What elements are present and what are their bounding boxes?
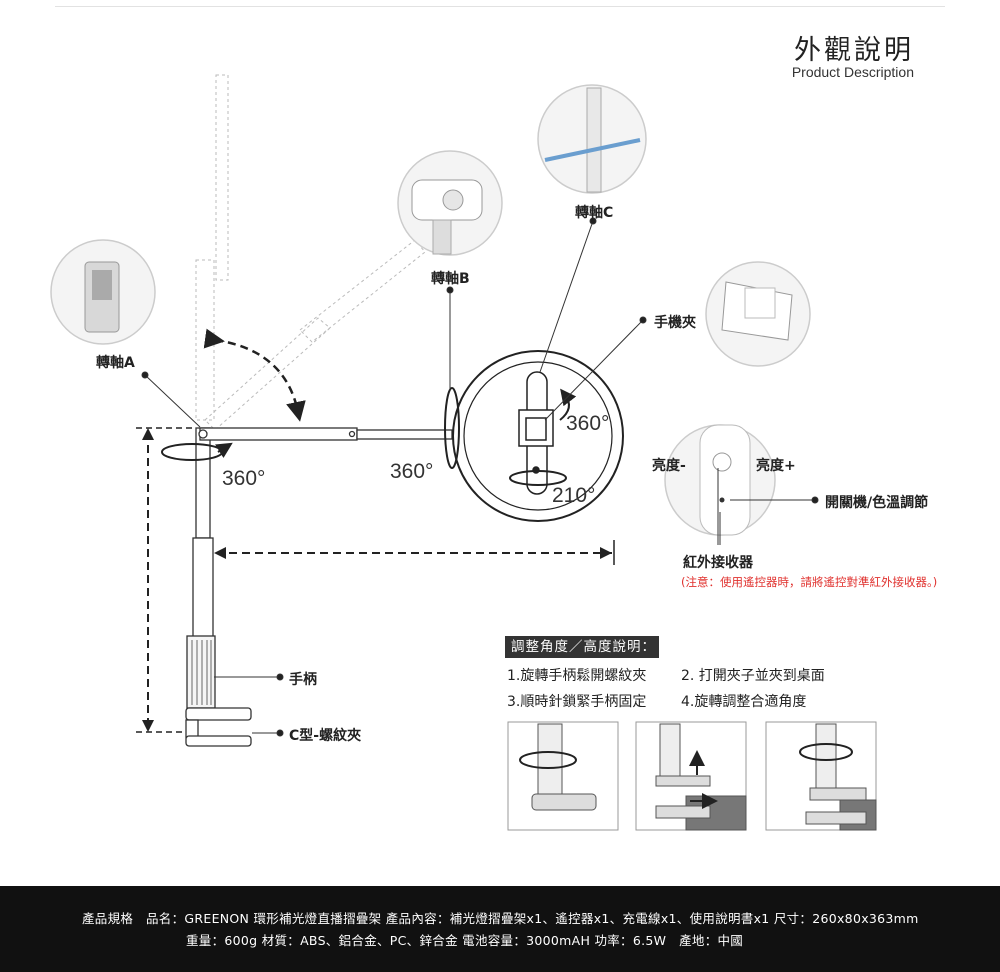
ring-rotation-ellipse bbox=[444, 387, 460, 469]
instruction-step-2: 2. 打開夾子並夾到桌面 bbox=[681, 668, 825, 684]
folded-arm-ghost bbox=[195, 74, 426, 431]
spec-line-2: 重量：600g 材質：ABS、鋁合金、PC、鋅合金 電池容量：3000mAH 功… bbox=[186, 933, 744, 948]
label-brightness-down: 亮度- bbox=[652, 458, 686, 474]
label-axis-c: 轉軸C bbox=[575, 205, 614, 221]
page-subtitle: Product Description bbox=[791, 64, 914, 80]
detail-phone-clip bbox=[705, 261, 811, 367]
label-c-clamp: C型-螺紋夾 bbox=[289, 728, 362, 744]
horizontal-arm bbox=[198, 427, 453, 441]
leader-lines bbox=[141, 217, 819, 737]
top-divider bbox=[55, 6, 945, 7]
label-axis-a: 轉軸A bbox=[96, 355, 135, 371]
c-clamp-shape bbox=[185, 707, 252, 747]
fold-arrow bbox=[203, 328, 306, 422]
instruction-step-3: 3.順時針鎖緊手柄固定 bbox=[507, 694, 647, 710]
instructions-title: 調整角度／高度說明： bbox=[505, 636, 659, 658]
detail-control-panel bbox=[664, 424, 776, 536]
base-rotation-ellipse bbox=[161, 443, 223, 461]
instruction-images bbox=[507, 721, 877, 831]
ir-note: (注意：使用遙控器時，請將遙控對準紅外接收器。) bbox=[681, 575, 938, 589]
label-ir-receiver: 紅外接收器 bbox=[683, 555, 753, 571]
angle-base: 360° bbox=[222, 467, 266, 490]
angle-ring: 360° bbox=[390, 460, 434, 483]
angle-clip-rotate: 360° bbox=[566, 412, 610, 435]
angle-clip-tilt: 210° bbox=[552, 484, 596, 507]
ring-light-outer bbox=[452, 350, 624, 522]
page-title: 外觀說明 bbox=[794, 35, 914, 66]
product-diagram bbox=[50, 74, 877, 831]
instruction-img-2 bbox=[655, 723, 747, 831]
spec-footer: 產品規格 品名：GREENON 環形補光燈直播摺疊架 產品內容：補光燈摺疊架x1… bbox=[0, 886, 1000, 972]
spec-line-1: 產品規格 品名：GREENON 環形補光燈直播摺疊架 產品內容：補光燈摺疊架x1… bbox=[82, 911, 919, 926]
label-power-color: 開關機/色溫調節 bbox=[825, 495, 929, 511]
detail-axis-c bbox=[537, 84, 647, 194]
handle-grip bbox=[191, 640, 212, 705]
detail-axis-b bbox=[397, 150, 503, 256]
instruction-img-3 bbox=[799, 723, 877, 831]
label-phone-clip: 手機夾 bbox=[654, 315, 696, 331]
clip-rotation-ellipse bbox=[509, 470, 567, 486]
label-handle: 手柄 bbox=[289, 672, 317, 688]
phone-clip-shape bbox=[518, 371, 554, 495]
label-brightness-up: 亮度+ bbox=[756, 458, 796, 474]
ring-light-inner bbox=[463, 361, 613, 511]
label-axis-b: 轉軸B bbox=[431, 271, 470, 287]
detail-axis-a bbox=[50, 239, 156, 345]
instruction-img-1 bbox=[519, 723, 597, 811]
instruction-step-1: 1.旋轉手柄鬆開螺紋夾 bbox=[507, 668, 647, 684]
instruction-step-4: 4.旋轉調整合適角度 bbox=[681, 694, 807, 710]
